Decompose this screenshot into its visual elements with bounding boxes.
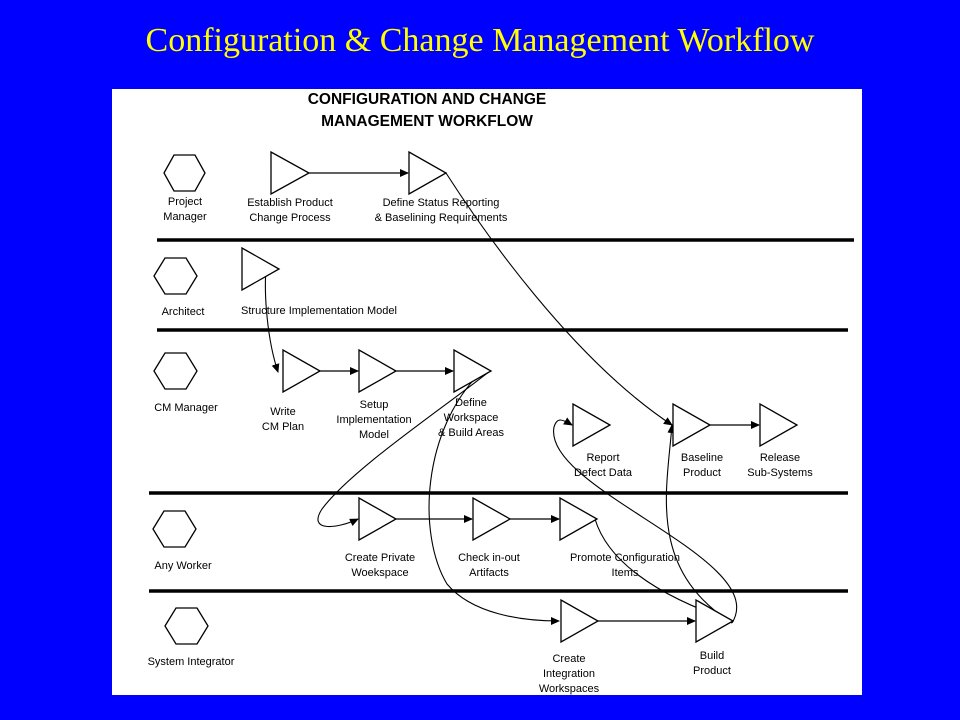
activity-label: Define Status Reporting (383, 197, 500, 209)
activity-label: Release (760, 452, 800, 464)
activity-label: Define (455, 397, 487, 409)
worker-hexagon-icon (153, 257, 198, 295)
flow-connectors (264, 169, 760, 625)
swimlane-separators (149, 238, 854, 593)
diagram-title-line2: MANAGEMENT WORKFLOW (321, 113, 533, 130)
slide-title: Configuration & Change Management Workfl… (145, 22, 815, 59)
flow-arrow (317, 370, 491, 528)
activity-label: Product (683, 467, 721, 479)
activity-triangle-icon (672, 402, 712, 448)
activity-label: CM Plan (262, 421, 304, 433)
role-label: CM Manager (154, 402, 218, 414)
activity-report-defect-data: Report Defect Data (572, 402, 633, 479)
activity-triangle-icon (358, 496, 398, 542)
activity-label: Promote Configuration (570, 552, 680, 564)
activity-triangle-icon (472, 496, 512, 542)
activity-establish-product-change-process: Establish Product Change Process (247, 150, 333, 224)
activity-label: Artifacts (469, 567, 509, 579)
activity-label: Establish Product (247, 197, 333, 209)
activity-label: Items (612, 567, 639, 579)
role-project-manager: Project Manager (163, 154, 207, 223)
role-architect: Architect (153, 257, 205, 318)
activity-baseline-product: Baseline Product (672, 402, 723, 479)
activity-triangle-icon (559, 496, 599, 542)
activity-triangle-icon (241, 246, 281, 292)
activity-triangle-icon (408, 150, 448, 196)
flow-arrow (665, 424, 733, 624)
activity-define-status-reporting: Define Status Reporting & Baselining Req… (375, 150, 508, 224)
role-label: Architect (162, 306, 205, 318)
activity-triangle-icon (560, 598, 600, 644)
activity-label: Defect Data (574, 467, 633, 479)
role-label: System Integrator (148, 656, 235, 668)
activity-label: & Baselining Requirements (375, 212, 508, 224)
activity-label: Check in-out (458, 552, 520, 564)
activity-label: Woekspace (351, 567, 408, 579)
activity-triangle-icon (453, 348, 493, 394)
activity-triangle-icon (358, 348, 398, 394)
role-label: Any Worker (154, 560, 212, 572)
activity-label: Sub-Systems (747, 467, 813, 479)
activity-label: Setup (360, 399, 389, 411)
worker-hexagon-icon (153, 352, 198, 390)
activity-label: & Build Areas (438, 427, 505, 439)
activity-release-sub-systems: Release Sub-Systems (747, 402, 813, 479)
activity-label: Integration (543, 668, 595, 680)
role-system-integrator: System Integrator (148, 607, 235, 668)
worker-hexagon-icon (163, 154, 206, 192)
activity-create-integration-workspaces: Create Integration Workspaces (539, 598, 600, 695)
activity-label: Change Process (249, 212, 331, 224)
role-cm-manager: CM Manager (153, 352, 218, 414)
activity-promote-configuration-items: Promote Configuration Items (559, 496, 680, 579)
activity-label: Structure Implementation Model (241, 305, 397, 317)
activity-label: Create Private (345, 552, 415, 564)
activity-triangle-icon (282, 348, 322, 394)
activity-label: Model (359, 429, 389, 441)
worker-hexagon-icon (152, 510, 197, 548)
activity-label: Create (552, 653, 585, 665)
activity-label: Write (270, 406, 295, 418)
activity-triangle-icon (759, 402, 799, 448)
workflow-diagram: CONFIGURATION AND CHANGE MANAGEMENT WORK… (112, 89, 862, 695)
activity-triangle-icon (695, 598, 735, 644)
activity-label: Workspace (444, 412, 499, 424)
activity-triangle-icon (270, 150, 311, 196)
activity-label: Implementation (336, 414, 411, 426)
activity-label: Baseline (681, 452, 723, 464)
activity-create-private-workspace: Create Private Woekspace (345, 496, 415, 579)
flow-arrow (445, 172, 673, 426)
role-label: Project (168, 196, 202, 208)
activity-define-workspace-build-areas: Define Workspace & Build Areas (438, 348, 505, 439)
activity-write-cm-plan: Write CM Plan (262, 348, 322, 433)
activity-label: Build (700, 650, 724, 662)
flow-arrow (553, 417, 737, 624)
diagram-title-line1: CONFIGURATION AND CHANGE (308, 91, 547, 108)
worker-hexagon-icon (164, 607, 209, 645)
role-any-worker: Any Worker (152, 510, 212, 572)
role-label: Manager (163, 211, 207, 223)
activity-label: Product (693, 665, 731, 677)
activity-label: Workspaces (539, 683, 600, 695)
flow-arrow (428, 370, 560, 625)
activity-structure-implementation-model: Structure Implementation Model (241, 246, 397, 317)
activity-label: Report (586, 452, 619, 464)
flow-arrow (264, 268, 280, 373)
activity-triangle-icon (572, 402, 612, 448)
activity-check-in-out-artifacts: Check in-out Artifacts (458, 496, 520, 579)
activity-setup-implementation-model: Setup Implementation Model (336, 348, 412, 441)
workflow-diagram-canvas: CONFIGURATION AND CHANGE MANAGEMENT WORK… (148, 91, 854, 695)
activity-build-product: Build Product (693, 598, 735, 677)
